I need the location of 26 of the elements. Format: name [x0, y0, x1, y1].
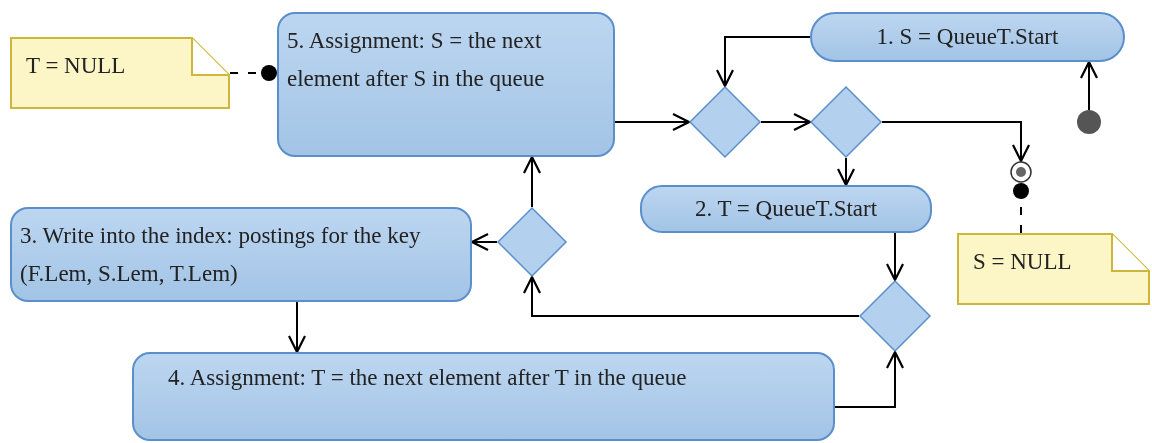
arrow [470, 232, 498, 252]
arrow [287, 301, 307, 354]
note-connector [229, 65, 278, 81]
note-text: S = NULL [973, 248, 1072, 276]
action-box [277, 12, 615, 157]
arrow [715, 36, 811, 88]
arrow [614, 112, 691, 132]
arrow [836, 157, 856, 187]
note-connector [1013, 182, 1029, 234]
arrow [881, 121, 1031, 163]
action-box [640, 185, 932, 233]
arrow [885, 232, 905, 282]
action-text: 1. S = QueueT.Start [876, 23, 1059, 51]
action-box [10, 207, 472, 302]
arrow [760, 112, 812, 132]
action-box [132, 352, 835, 441]
action-text: 3. Write into the index: postings for the key (F.Lem, S.Lem, T.Lem) [20, 222, 422, 288]
arrow [522, 275, 860, 317]
arrow [522, 155, 542, 208]
action-text: 2. T = QueueT.Start [694, 195, 878, 223]
action-text: 5. Assignment: S = the next element after S in the queue [287, 27, 546, 93]
action-text: 4. Assignment: T = the next element after T in the queue [168, 364, 687, 392]
arrow [834, 350, 905, 408]
arrow [1079, 60, 1099, 111]
action-box [810, 12, 1125, 62]
note-text: T = NULL [26, 52, 126, 80]
